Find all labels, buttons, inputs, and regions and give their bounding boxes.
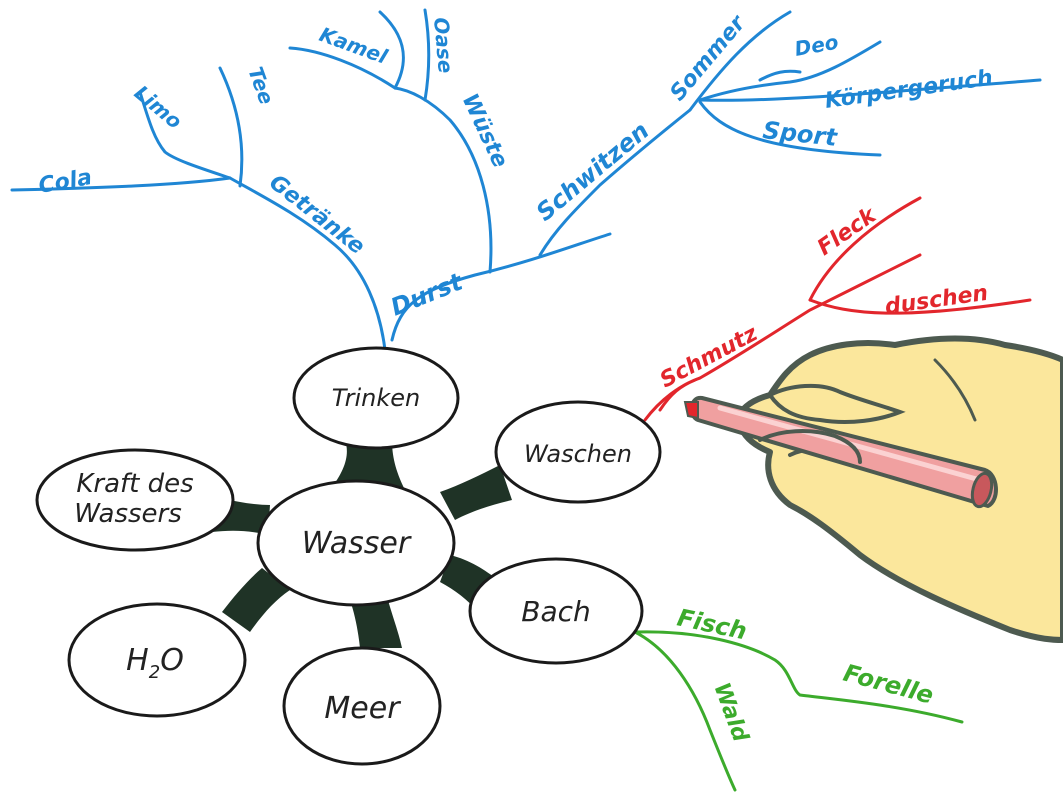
- label-deo: Deo: [793, 30, 841, 61]
- label-schmutz: Schmutz: [656, 321, 762, 393]
- label-wald: Wald: [708, 680, 752, 746]
- node-bach-label: Bach: [521, 595, 591, 628]
- hand-illustration: [683, 335, 1063, 643]
- node-kraft-des-wassers: Kraft des Wassers: [35, 448, 235, 552]
- blue-branch-labels: Durst Getränke Cola Limo Tee Wüste Kamel…: [37, 10, 995, 321]
- label-koerpergeruch: Körpergeruch: [823, 66, 994, 114]
- hub-connectors: [212, 440, 512, 648]
- node-h2o: H2O: [67, 602, 247, 718]
- node-trinken-label: Trinken: [332, 384, 420, 412]
- label-duschen: duschen: [883, 281, 989, 320]
- node-kraft-line2: Wassers: [74, 499, 182, 529]
- label-wueste: Wüste: [457, 90, 513, 172]
- label-schwitzen: Schwitzen: [531, 117, 655, 227]
- node-waschen-label: Waschen: [524, 440, 632, 468]
- center-label: Wasser: [302, 526, 412, 561]
- label-getraenke: Getränke: [264, 170, 369, 260]
- label-durst: Durst: [387, 267, 468, 321]
- label-sommer: Sommer: [665, 10, 751, 106]
- label-sport: Sport: [761, 116, 839, 152]
- node-bach: Bach: [468, 557, 644, 665]
- label-kamel: Kamel: [316, 22, 391, 69]
- label-tee: Tee: [243, 64, 279, 108]
- node-meer-label: Meer: [324, 691, 401, 726]
- node-h2o-label: H2O: [126, 643, 184, 683]
- center-node: Wasser: [256, 479, 456, 607]
- label-fleck: Fleck: [813, 202, 882, 261]
- node-meer: Meer: [282, 646, 442, 766]
- label-limo: Limo: [130, 80, 187, 133]
- label-oase: Oase: [429, 16, 458, 74]
- green-branch-labels: Fisch Forelle Wald: [675, 603, 937, 745]
- green-branch-lines: [633, 630, 964, 792]
- node-trinken: Trinken: [292, 346, 460, 450]
- label-cola: Cola: [37, 165, 94, 199]
- red-branch-lines: [643, 196, 1032, 422]
- hand-icon: [736, 335, 1063, 643]
- node-waschen: Waschen: [494, 400, 662, 504]
- node-kraft-line1: Kraft des: [76, 469, 193, 499]
- blue-branch-lines: [10, 8, 1042, 352]
